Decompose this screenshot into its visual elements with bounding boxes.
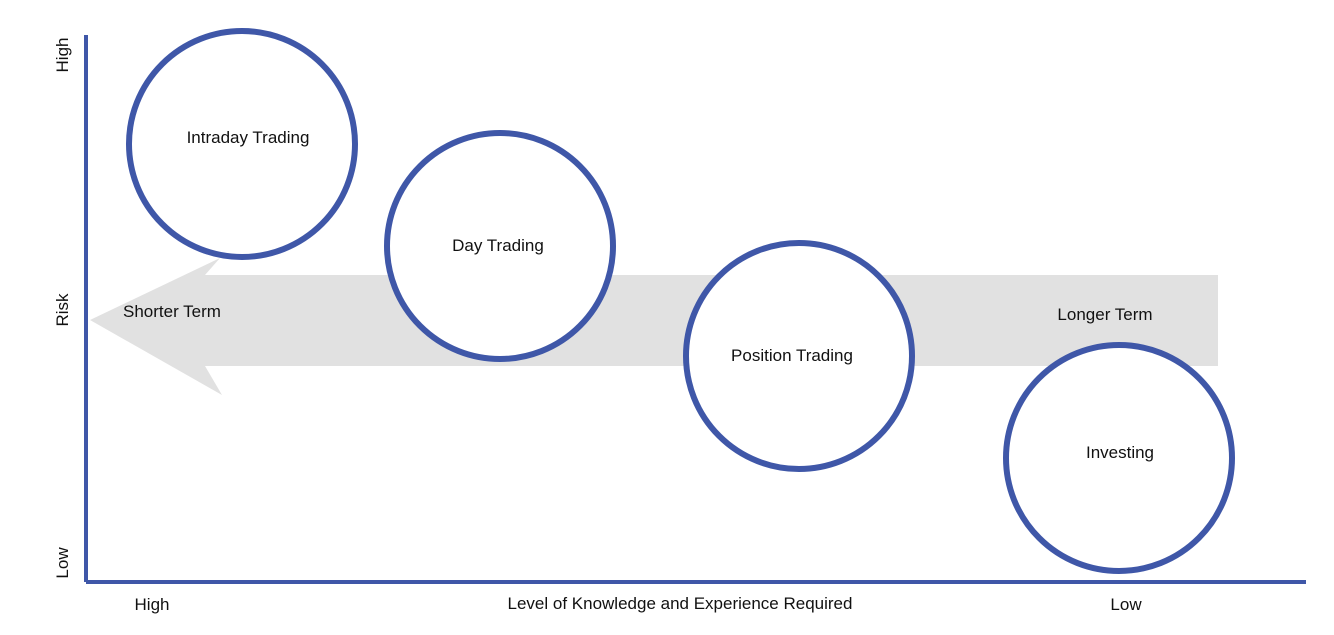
y-axis-low-label: Low xyxy=(53,547,72,579)
y-axis-high-label: High xyxy=(53,38,72,73)
x-axis-title: Level of Knowledge and Experience Requir… xyxy=(508,594,853,613)
day-trading-circle xyxy=(384,130,616,362)
intraday-trading-label: Intraday Trading xyxy=(187,128,310,147)
longer-term-label: Longer Term xyxy=(1057,305,1152,324)
position-trading-circle xyxy=(683,240,915,472)
axes xyxy=(84,35,1306,584)
investing-circle xyxy=(1003,342,1235,574)
time-horizon-arrow xyxy=(90,258,1218,395)
position-trading-label: Position Trading xyxy=(731,346,853,365)
intraday-trading-circle xyxy=(126,28,358,260)
day-trading-label: Day Trading xyxy=(452,236,544,255)
x-axis-low-label: Low xyxy=(1110,595,1142,614)
investing-label: Investing xyxy=(1086,443,1154,462)
x-axis-high-label: High xyxy=(135,595,170,614)
investment-style-nodes: Intraday Trading Day Trading Position Tr… xyxy=(126,28,1235,574)
shorter-term-label: Shorter Term xyxy=(123,302,221,321)
y-axis-title: Risk xyxy=(53,293,72,327)
time-horizon-arrow-shape xyxy=(90,258,1218,395)
